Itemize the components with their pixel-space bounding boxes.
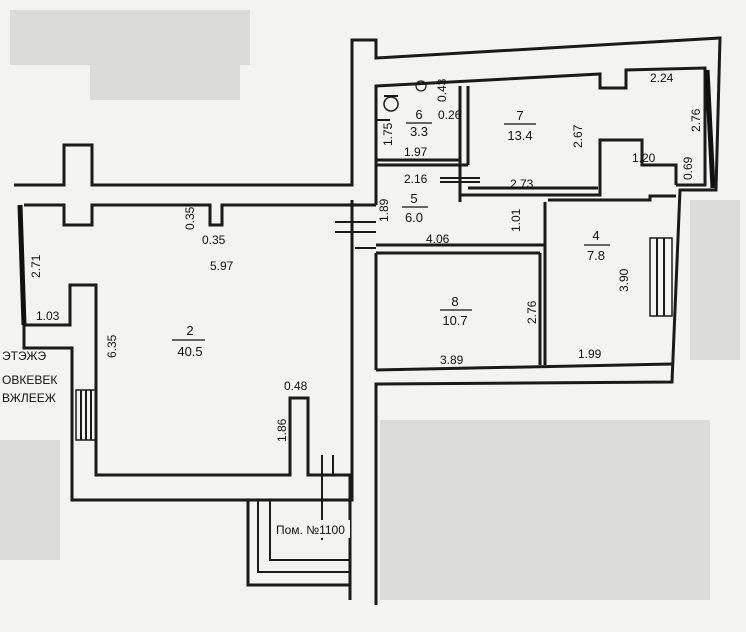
dim-label: 1.86 (275, 418, 289, 442)
room-8-area: 10.7 (442, 313, 467, 328)
dim-label: 2.67 (571, 124, 585, 148)
dim-label: 2.24 (650, 71, 674, 85)
dim-label: 0.48 (284, 379, 308, 393)
dim-label: 2.76 (689, 108, 703, 132)
room-5-area: 6.0 (405, 210, 423, 225)
margin-stub-line-1: ЭТЭЖЭ (2, 349, 47, 363)
dim-label: 2.76 (525, 300, 539, 324)
dim-label: 0.43 (435, 78, 449, 102)
room-5: 5 6.0 (402, 191, 428, 225)
room-2: 2 40.5 (172, 323, 205, 359)
dim-label: 2.71 (29, 254, 43, 278)
margin-stub-line-3: ВЖЛЕЕЖ (2, 391, 56, 405)
dim-label: 4.06 (426, 232, 450, 246)
dim-label: 6.35 (105, 334, 119, 358)
dim-label: 0.69 (681, 156, 695, 180)
walls (14, 36, 722, 605)
room-5-number: 5 (410, 191, 417, 206)
room-7-number: 7 (516, 108, 523, 123)
dim-label: 1.75 (381, 122, 395, 146)
dim-label: 0.26 (438, 108, 462, 122)
margin-stub-line-2: ОВКЕВЕК (2, 373, 57, 387)
dim-label: 5.97 (210, 259, 234, 273)
room-2-number: 2 (186, 323, 193, 338)
margin-stub: ЭТЭЖЭ ОВКЕВЕК ВЖЛЕЕЖ (2, 349, 57, 405)
dim-label: 1.03 (36, 309, 60, 323)
neighbor-premises-label: Пом. №1100 (276, 523, 345, 537)
dim-label: 1.99 (578, 347, 602, 361)
dim-label: 1.97 (404, 145, 428, 159)
room-6-area: 3.3 (410, 124, 428, 139)
room-4: 4 7.8 (584, 228, 610, 263)
dim-label: 2.73 (510, 177, 534, 191)
dim-label: 2.16 (404, 172, 428, 186)
dim-label: 1.01 (509, 208, 523, 232)
dim-label: 3.90 (617, 268, 631, 292)
room-7: 7 13.4 (504, 108, 536, 143)
room-6-number: 6 (415, 107, 422, 122)
dim-label: 3.89 (440, 353, 464, 367)
room-4-area: 7.8 (587, 248, 605, 263)
room-2-area: 40.5 (177, 344, 202, 359)
dim-label: 0.35 (183, 206, 197, 230)
room-7-area: 13.4 (507, 128, 532, 143)
dimensions: 2.24 2.76 2.67 1.20 0.69 0.43 0.26 1.75 … (29, 71, 703, 442)
dim-label: 1.89 (377, 198, 391, 222)
neighbor-label-bg (272, 520, 350, 538)
room-6: 6 3.3 (406, 107, 432, 139)
room-4-number: 4 (592, 228, 599, 243)
scan-noise (0, 10, 740, 600)
dim-label: 1.20 (632, 151, 656, 165)
room-8: 8 10.7 (440, 294, 472, 328)
room-8-number: 8 (451, 294, 458, 309)
dim-label: 0.35 (202, 233, 226, 247)
